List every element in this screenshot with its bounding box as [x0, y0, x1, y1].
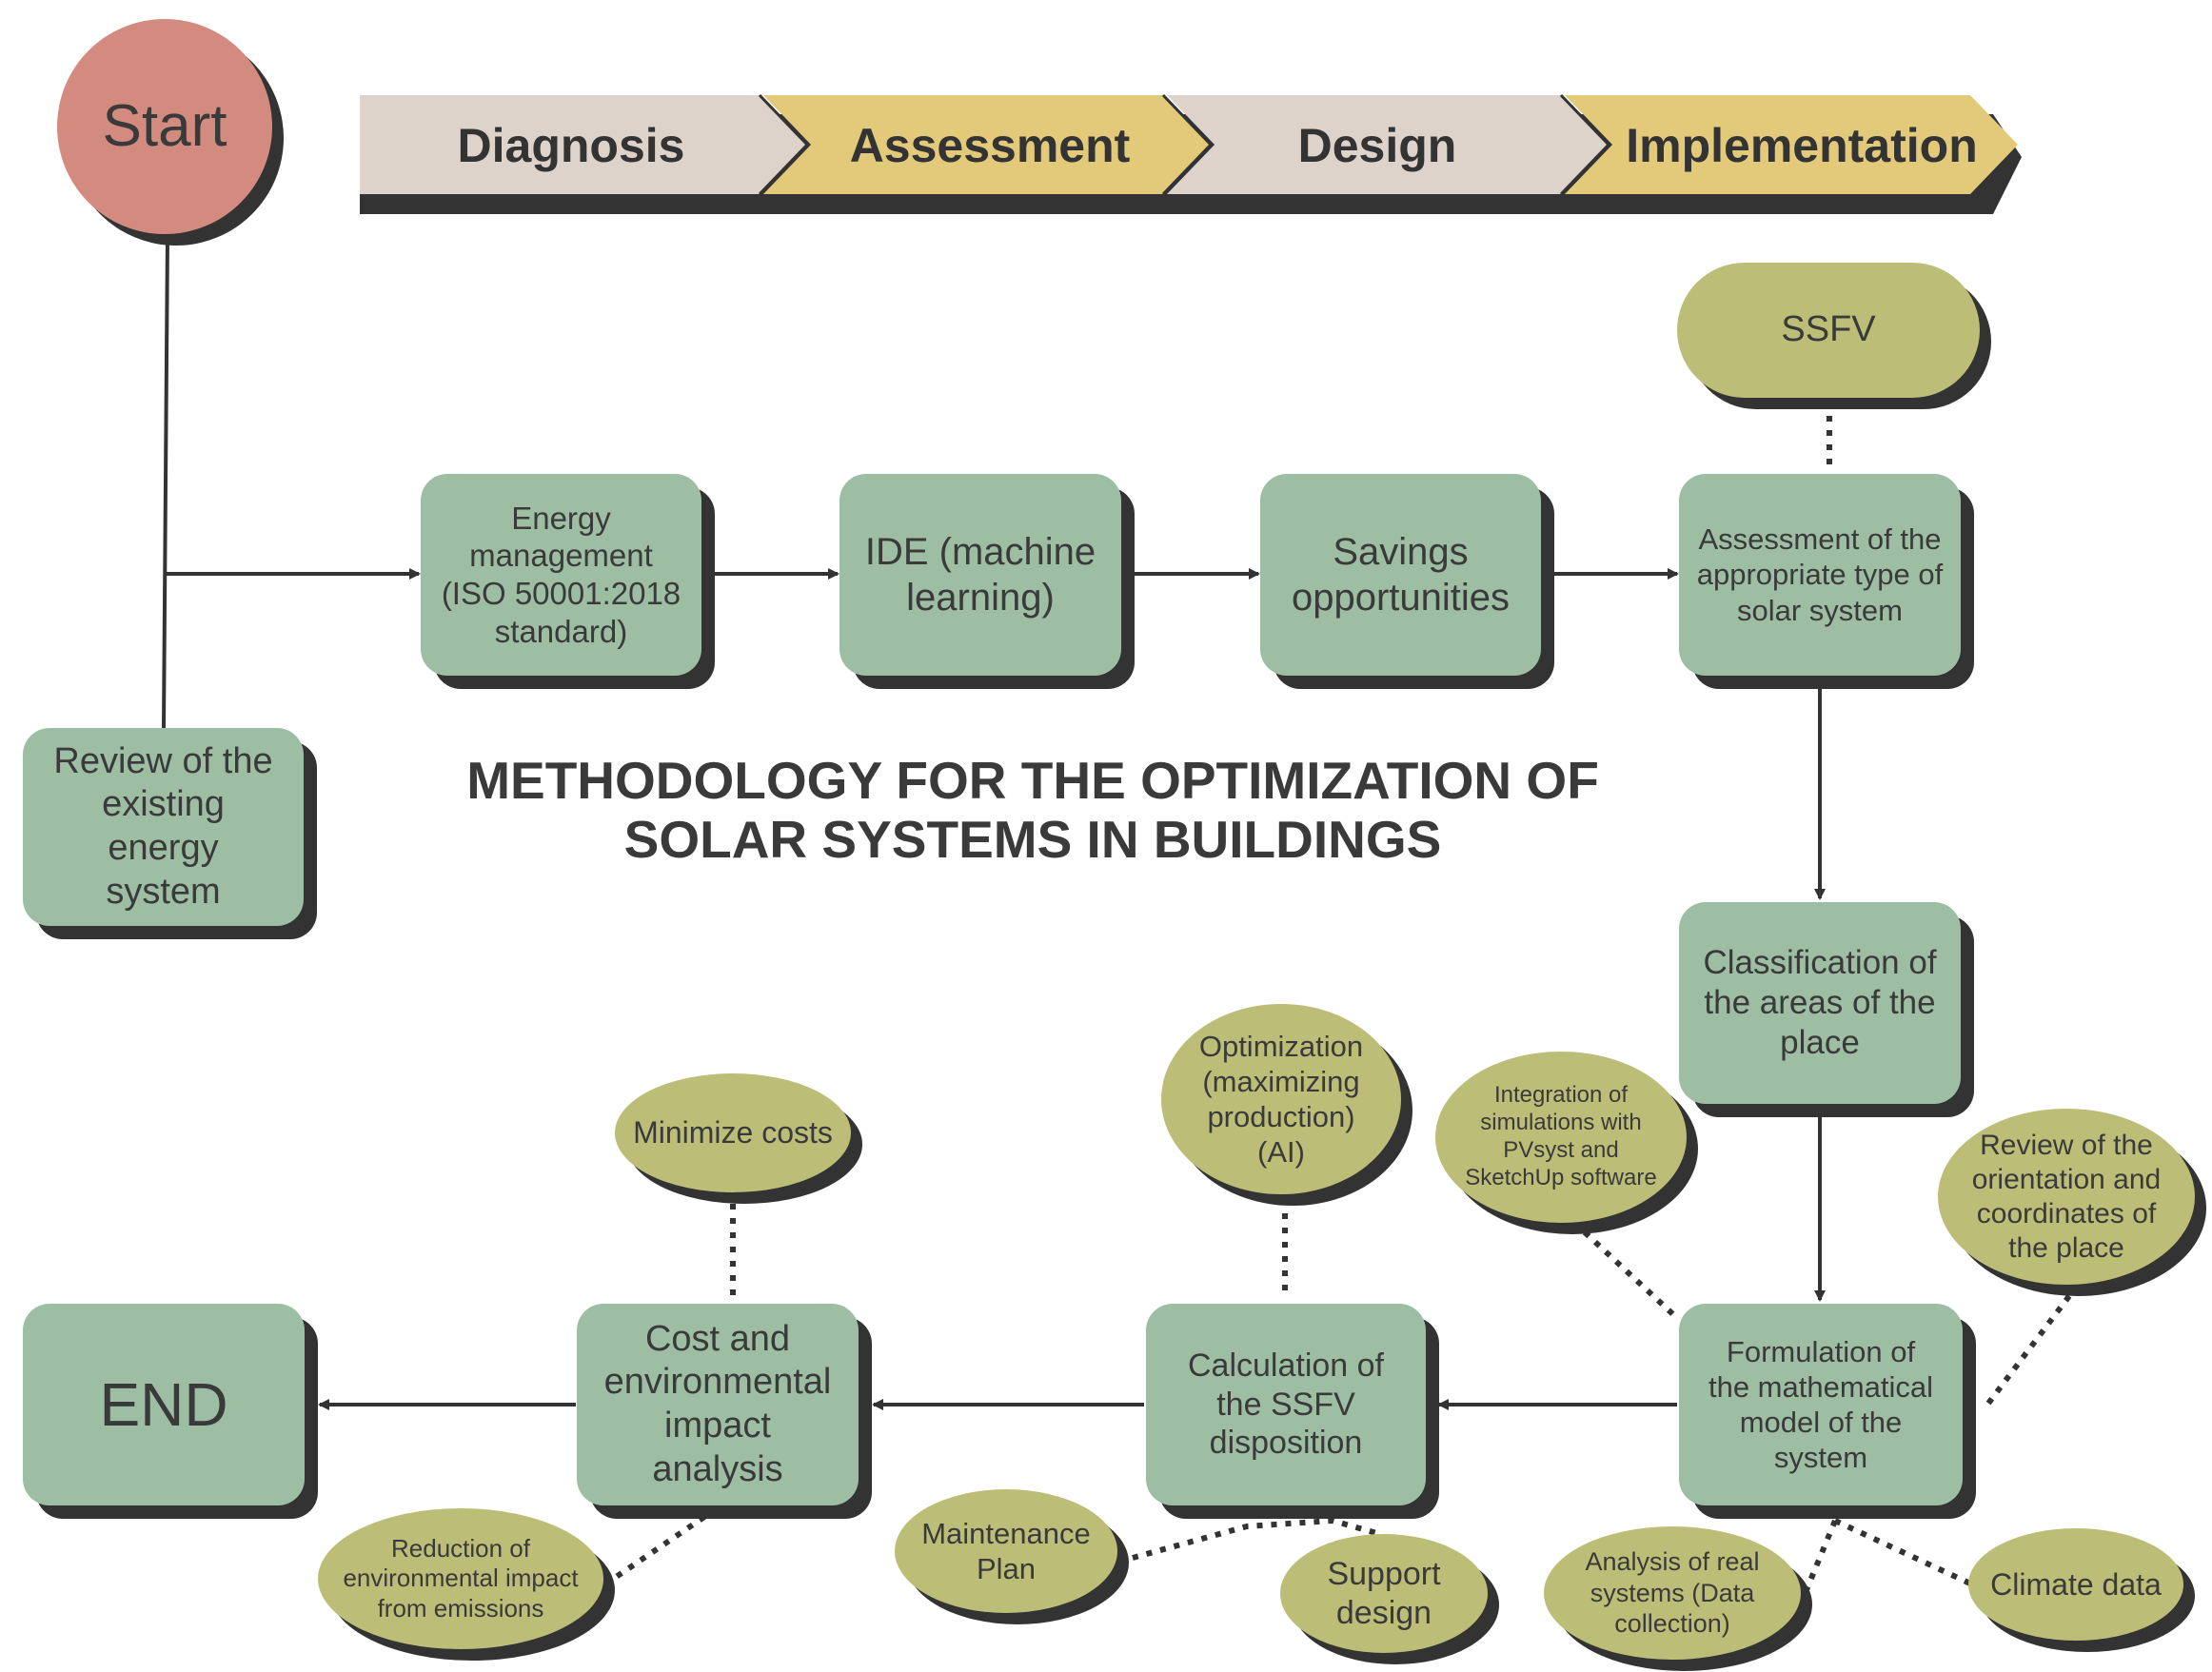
- ssfv-node: SSFV: [1677, 263, 1980, 398]
- dotted-integration: [1582, 1229, 1680, 1321]
- phase-label-design: Design: [1298, 119, 1457, 172]
- optimization-label: Optimization (maximizing production) (AI…: [1198, 1029, 1364, 1170]
- formulation-node: Formulation of the mathematical model of…: [1679, 1304, 1963, 1505]
- minimize-label: Minimize costs: [633, 1115, 833, 1151]
- integration-label: Integration of simulations with PVsyst a…: [1465, 1082, 1657, 1190]
- reduction-label: Reduction of environmental impact from e…: [343, 1534, 579, 1623]
- dotted-reduction: [607, 1514, 706, 1584]
- maintenance-label: Maintenance Plan: [921, 1516, 1091, 1585]
- phase-assessment-shape: [763, 95, 1211, 194]
- ide-node: IDE (machine learning): [839, 474, 1121, 676]
- analysis-real-label: Analysis of real systems (Data collectio…: [1585, 1547, 1760, 1639]
- assessment-type-node: Assessment of the appropriate type of so…: [1679, 474, 1961, 676]
- savings-label: Savings opportunities: [1291, 531, 1511, 619]
- optimization-node: Optimization (maximizing production) (AI…: [1161, 1004, 1401, 1194]
- review-orientation-node: Review of the orientation and coordinate…: [1938, 1109, 2195, 1285]
- analysis-real-node: Analysis of real systems (Data collectio…: [1544, 1526, 1801, 1660]
- calculation-label: Calculation of the SSFV disposition: [1187, 1347, 1384, 1462]
- start-label: Start: [102, 92, 227, 159]
- energy-management-label: Energy management (ISO 50001:2018 standa…: [441, 500, 681, 649]
- cost-label: Cost and environmental impact analysis: [603, 1318, 832, 1489]
- reduction-node: Reduction of environmental impact from e…: [318, 1508, 603, 1649]
- end-label: END: [99, 1369, 228, 1439]
- ssfv-label: SSFV: [1781, 309, 1876, 350]
- dotted-maintenance: [1132, 1517, 1381, 1561]
- climate-label: Climate data: [1990, 1566, 2162, 1602]
- support-node: Support design: [1280, 1534, 1488, 1653]
- dotted-analysis-real: [1796, 1519, 1838, 1610]
- phase-implementation-shape: [1565, 95, 2018, 194]
- classification-label: Classification of the areas of the place: [1703, 944, 1937, 1061]
- ide-label: IDE (machine learning): [864, 531, 1096, 619]
- dotted-climate: [1833, 1518, 1972, 1586]
- classification-node: Classification of the areas of the place: [1679, 902, 1961, 1104]
- start-node: Start: [57, 19, 272, 234]
- assessment-type-label: Assessment of the appropriate type of so…: [1696, 522, 1944, 627]
- calculation-node: Calculation of the SSFV disposition: [1146, 1304, 1426, 1505]
- review-existing-node: Review of the existing energy system: [23, 728, 304, 926]
- connector-start-down: [162, 235, 169, 729]
- review-existing-label: Review of the existing energy system: [53, 740, 273, 912]
- minimize-node: Minimize costs: [615, 1073, 851, 1192]
- support-label: Support design: [1327, 1555, 1441, 1631]
- diagram-title: METHODOLOGY FOR THE OPTIMIZATION OF SOLA…: [466, 751, 1599, 869]
- phase-label-assessment: Assessment: [850, 119, 1131, 172]
- integration-node: Integration of simulations with PVsyst a…: [1435, 1052, 1687, 1223]
- formulation-label: Formulation of the mathematical model of…: [1708, 1334, 1934, 1475]
- end-node: END: [23, 1304, 305, 1505]
- climate-node: Climate data: [1968, 1528, 2183, 1641]
- phase-label-implementation: Implementation: [1626, 119, 1977, 172]
- phase-diagnosis-shape: [360, 95, 807, 194]
- phase-design-shape: [1167, 95, 1609, 194]
- maintenance-node: Maintenance Plan: [895, 1489, 1117, 1613]
- phase-label-diagnosis: Diagnosis: [458, 119, 685, 172]
- energy-management-node: Energy management (ISO 50001:2018 standa…: [421, 474, 701, 676]
- review-orientation-label: Review of the orientation and coordinate…: [1971, 1129, 2162, 1264]
- savings-node: Savings opportunities: [1260, 474, 1541, 676]
- dotted-orientation: [1982, 1283, 2081, 1410]
- cost-node: Cost and environmental impact analysis: [577, 1304, 859, 1505]
